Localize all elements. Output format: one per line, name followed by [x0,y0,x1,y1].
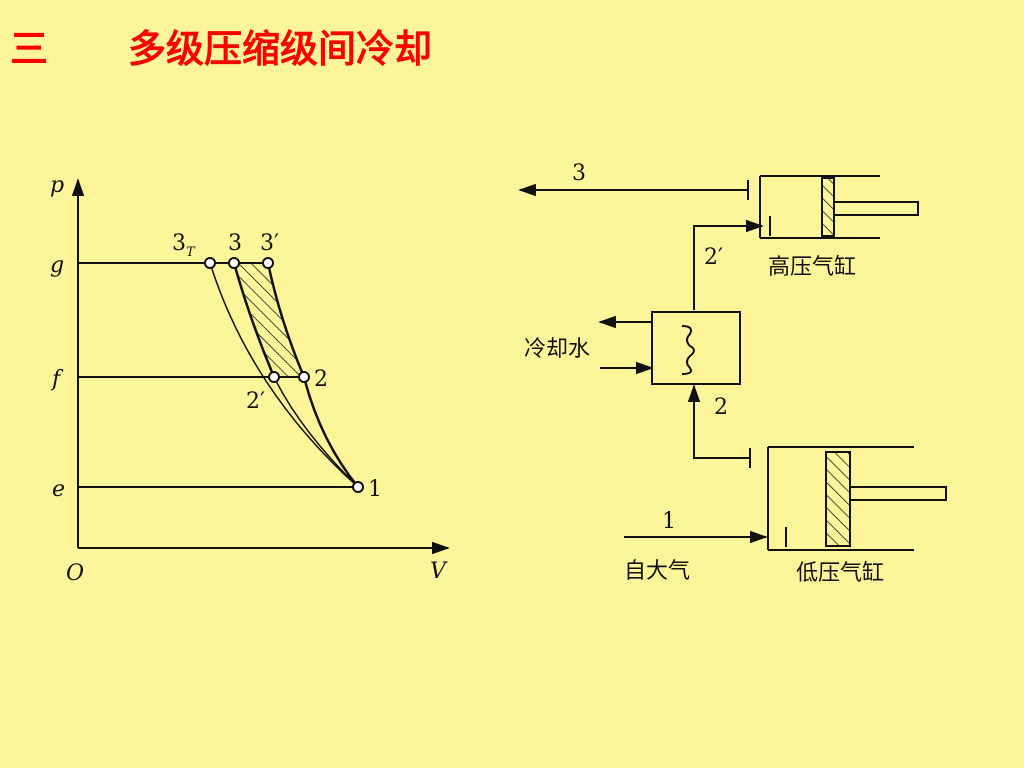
intercooler [651,311,741,385]
cooling-curve [273,376,359,488]
label-3prime: 3′ [260,231,279,256]
label-2prime: 2′ [246,389,265,414]
isothermal-curve [209,262,359,488]
level-g-label: g [50,253,64,278]
label-3T: 3T [172,231,196,260]
before-cooler-label: 2 [714,395,728,420]
point-3 [228,257,240,269]
point-2prime [268,371,280,383]
cooling-water-label: 冷却水 [524,337,590,362]
label-3: 3 [228,231,242,256]
compression-curve-stage2 [266,262,306,378]
axis-v-label: V [430,559,448,584]
point-3prime [262,257,274,269]
inlet-source-label: 自大气 [624,559,690,584]
saved-work-area [234,263,304,377]
compressor-schematic [518,175,947,551]
hp-piston [821,177,835,237]
after-cooler-label: 2′ [704,245,723,270]
hp-piston-rod [833,201,919,216]
level-e-label: e [52,477,65,502]
lp-piston [825,451,851,547]
pipe-cooler-to-hp [693,219,764,310]
section-number: 三 [10,27,49,71]
pipe-lp-to-cooler [687,384,750,459]
origin-label: O [66,561,84,586]
cooling-coil [681,325,695,375]
point-3T [204,257,216,269]
point-2 [298,371,310,383]
inlet-label: 1 [662,509,676,534]
cooled-stage2-curve [232,262,276,378]
point-1 [352,481,364,493]
lp-piston-rod [849,486,947,501]
outlet-label: 3 [572,161,586,186]
hp-cylinder-label: 高压气缸 [768,255,856,280]
compression-curve-stage1 [302,376,359,488]
label-2: 2 [314,367,328,392]
title-text: 多级压缩级间冷却 [128,27,433,71]
slide-title: 三 多级压缩级间冷却 [10,18,432,73]
lp-cylinder-label: 低压气缸 [796,561,884,586]
axis-p-label: p [50,173,64,198]
level-f-label: f [50,367,64,392]
pv-diagram [71,178,450,555]
label-1: 1 [368,477,382,502]
